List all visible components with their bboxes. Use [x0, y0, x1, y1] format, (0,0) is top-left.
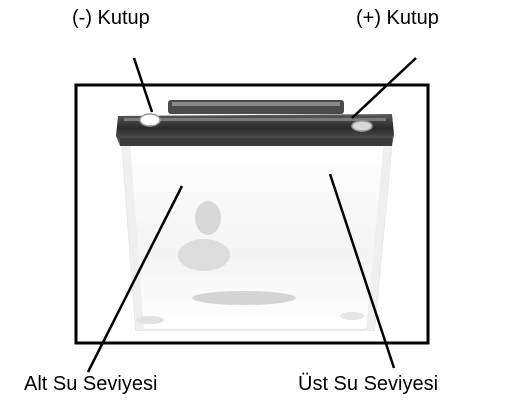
leader-line-lower-level: [86, 185, 184, 373]
positive-terminal-label: (+) Kutup: [356, 7, 439, 29]
casing-right-edge: [366, 140, 392, 330]
internal-mark-blob: [195, 201, 221, 235]
leader-line-positive: [351, 57, 417, 119]
negative-terminal-label: (-) Kutup: [72, 7, 150, 29]
leader-line-upper-level: [328, 173, 396, 369]
internal-mark-bar: [136, 316, 164, 324]
internal-mark-bar: [340, 312, 364, 320]
positive-terminal: [351, 120, 373, 132]
leader-line-negative: [132, 57, 154, 113]
casing-left-edge: [122, 140, 144, 330]
internal-mark-blob: [178, 239, 230, 271]
negative-terminal: [139, 113, 161, 127]
lower-water-level-label: Alt Su Seviyesi: [24, 373, 158, 395]
internal-mark-bar: [192, 291, 296, 305]
lid-lower-band: [120, 138, 392, 146]
lid-center-cap-highlight: [172, 102, 340, 106]
lid-top-highlight: [124, 118, 386, 121]
upper-water-level-label: Üst Su Seviyesi: [298, 373, 439, 395]
